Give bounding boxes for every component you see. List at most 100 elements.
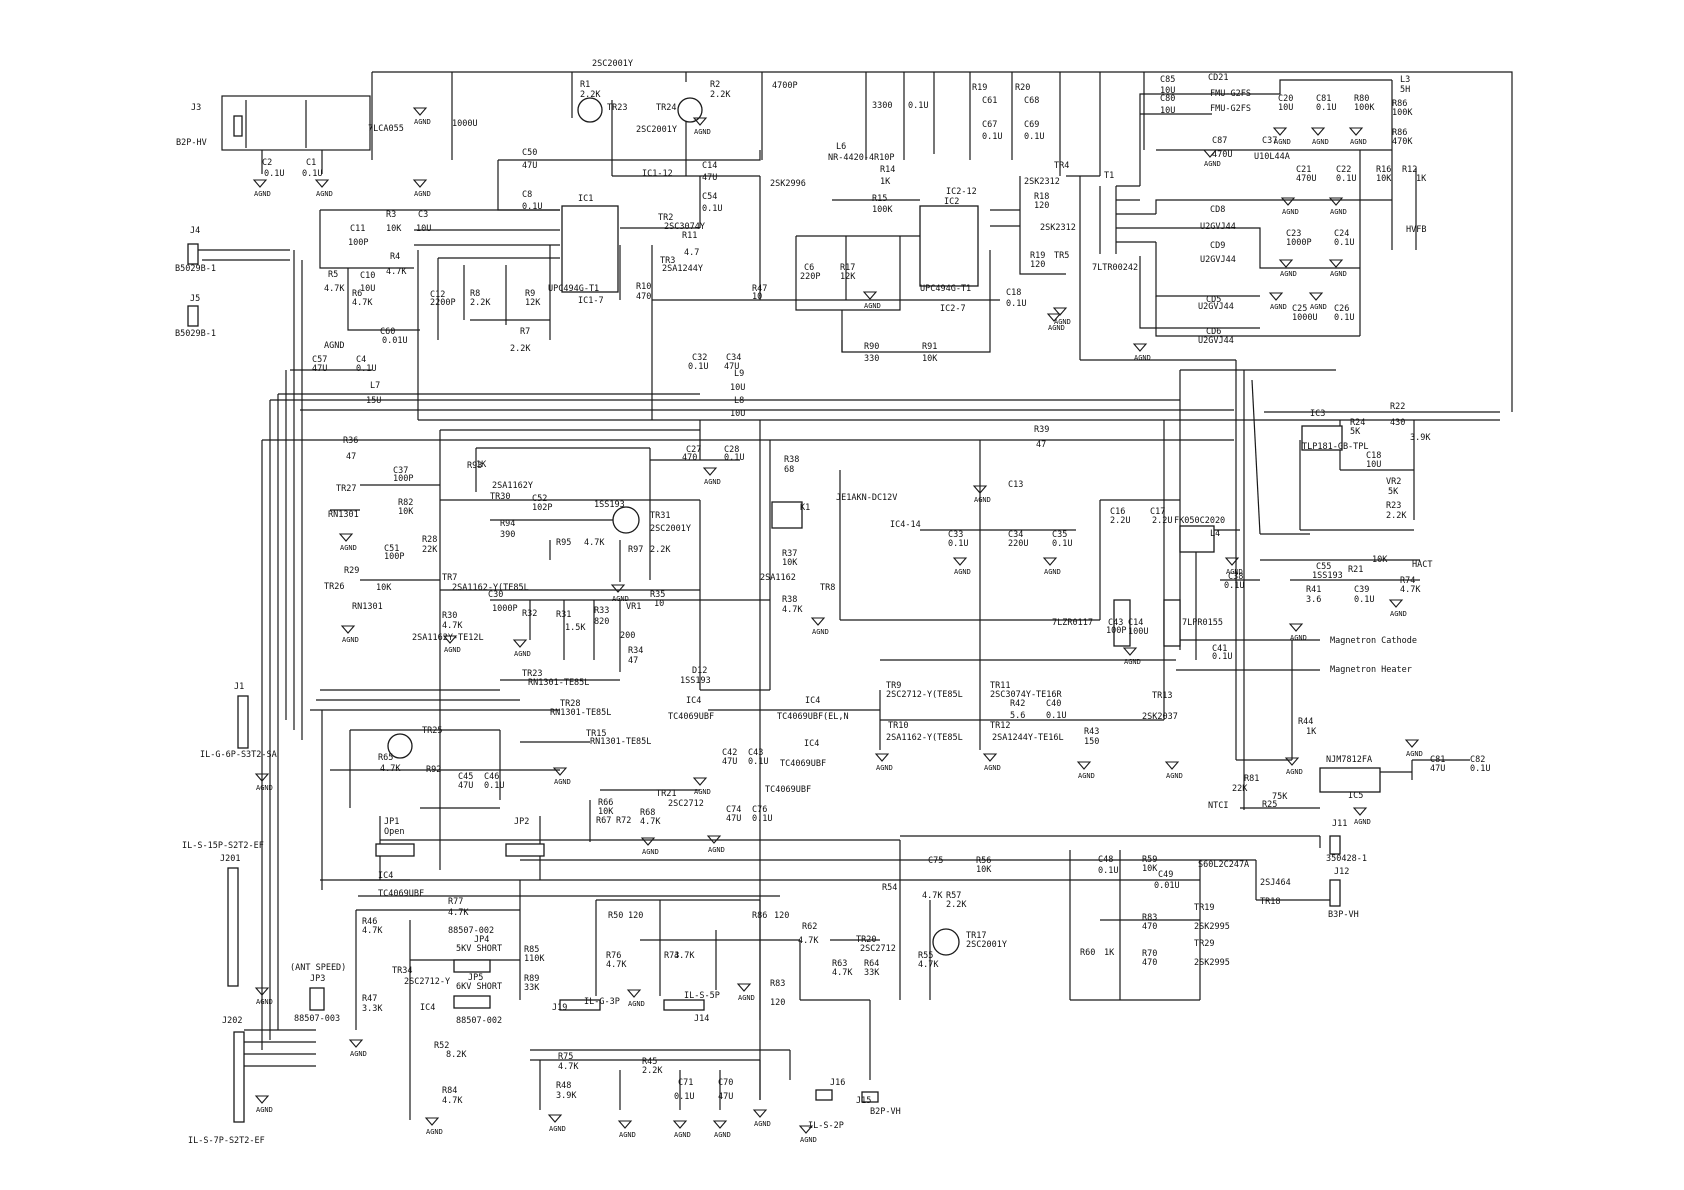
ic1-body (561, 205, 619, 293)
lbl-tr30: TR30 (490, 492, 510, 502)
lbl-tr21: TR21 (656, 789, 676, 799)
agnd-label: AGND (1204, 160, 1221, 168)
lbl-r56-val: 10K (976, 865, 992, 875)
lbl-r72: R72 (616, 816, 631, 826)
agnd-symbol: AGND (1328, 197, 1347, 216)
lbl-r41-val: 3.6 (1306, 595, 1321, 605)
lbl-r91: R91 (922, 342, 937, 352)
lbl-r42: R42 (1010, 699, 1025, 709)
lbl-vr2: VR2 (1386, 477, 1401, 487)
agnd-label: AGND (1134, 354, 1151, 362)
agnd-symbol: AGND (982, 753, 1001, 772)
lbl-tr29-part: 2SK2995 (1194, 958, 1230, 968)
lbl-r46-val: 4.7K (362, 926, 383, 936)
lbl-tr2: TR2 (658, 213, 673, 223)
agnd-label: AGND (1290, 634, 1307, 642)
lbl-r65-val: 4.7K (380, 764, 401, 774)
lbl-r70-val: 470 (1142, 958, 1157, 968)
lbl-c11-val: 100P (348, 238, 368, 248)
lbl-r36b-val: 4.7K (782, 605, 803, 615)
lbl-l3: L3 (1400, 75, 1410, 85)
lbl-r33-val: 820 (594, 617, 609, 627)
ground-icon (952, 557, 968, 566)
lbl-ic1-7: IC1-7 (578, 296, 604, 306)
lbl-c51-val: 100P (384, 552, 404, 562)
t3-body (1163, 599, 1181, 647)
lbl-u2gv1: U2GVJ44 (1200, 222, 1236, 232)
j201-connector (227, 867, 239, 987)
lbl-tc4069-c: TC4069UBF (780, 759, 826, 769)
lbl-c70: C70 (718, 1078, 733, 1088)
lbl-r17-val: 12K (840, 272, 856, 282)
lbl-c34-val: 47U (724, 362, 739, 372)
lbl-jp4-part: 88507-002 (448, 926, 494, 936)
lbl-c22-val: 0.1U (1336, 174, 1356, 184)
lbl-c4: C4 (356, 355, 366, 365)
agnd-symbol: AGND (692, 777, 711, 796)
agnd-label: AGND (1282, 208, 1299, 216)
lbl-c3-val: 10U (416, 224, 431, 234)
lbl-tr8-part: 2SA1162 (760, 573, 796, 583)
lbl-c38: C38 (1228, 572, 1243, 582)
agnd-label: AGND (1270, 303, 1287, 311)
lbl-cd21: CD21 (1208, 73, 1228, 83)
lbl-j14: J14 (694, 1014, 709, 1024)
lbl-c75: C75 (928, 856, 943, 866)
lbl-tr12-part: 2SA1244Y-TE16L (992, 733, 1064, 743)
lbl-c35: C35 (1052, 530, 1067, 540)
lbl-r86-val: 100K (1392, 108, 1413, 118)
lbl-j12: J12 (1334, 867, 1349, 877)
lbl-r45: R45 (642, 1057, 657, 1067)
lbl-c55b-val: 1SS193 (1312, 571, 1343, 581)
agnd-label: AGND (694, 788, 711, 796)
lbl-c13-b: C13 (1008, 480, 1023, 490)
agnd-symbol: AGND (512, 639, 531, 658)
lbl-r43-val: 150 (1084, 737, 1099, 747)
lbl-r85: R85 (524, 945, 539, 955)
lbl-ic2-12: IC2-12 (946, 187, 977, 197)
lbl-c34b: C34 (1008, 530, 1023, 540)
lbl-r35: R35 (650, 590, 665, 600)
lbl-tr4: TR4 (1054, 161, 1069, 171)
lbl-tr17-part: 2SC2001Y (966, 940, 1007, 950)
lbl-j11-part: 350428-1 (1326, 854, 1367, 864)
lbl-l9: L9 (734, 369, 744, 379)
agnd-label: AGND (619, 1131, 636, 1139)
lbl-c41-val: 0.1U (1212, 652, 1232, 662)
lbl-j5-part: B5029B-1 (175, 329, 216, 339)
j19-connector (559, 999, 601, 1011)
ground-icon (640, 837, 656, 846)
lbl-c74: C74 (726, 805, 741, 815)
lbl-c18: C18 (1366, 451, 1381, 461)
lbl-tr15-part: RN1301-TE85L (590, 737, 651, 747)
lbl-r86: R86 (1392, 99, 1407, 109)
lbl-c21: C21 (1296, 165, 1311, 175)
lbl-tr31: TR31 (650, 511, 670, 521)
lbl-r22-val: 430 (1390, 418, 1405, 428)
lbl-c6-val: 220P (800, 272, 820, 282)
ic5-body (1319, 767, 1381, 793)
ground-icon (424, 1117, 440, 1126)
lbl-tr20: TR20 (856, 935, 876, 945)
lbl-ic4-a: IC4 (686, 696, 701, 706)
lbl-vr1: VR1 (626, 602, 641, 612)
lbl-c24: C24 (1334, 229, 1349, 239)
agnd-symbol: AGND (874, 753, 893, 772)
lbl-c17: C17 (1150, 507, 1165, 517)
k1-relay-body (771, 501, 803, 529)
lbl-tr34-part: 2SC2712-Y (404, 977, 450, 987)
lbl-r37-val: 10K (782, 558, 798, 568)
lbl-c3: C3 (418, 210, 428, 220)
lbl-tr15: TR15 (586, 729, 606, 739)
lbl-vr2-val: 5K (1388, 487, 1399, 497)
lbl-c51: C51 (384, 544, 399, 554)
lbl-r86b-val: 470K (1392, 137, 1413, 147)
lbl-c42-val: 47U (722, 757, 737, 767)
tr17-body (932, 928, 960, 956)
lbl-r63-val: 4.7K (832, 968, 853, 978)
lbl-j201: J201 (220, 854, 240, 864)
agnd-label: AGND (1280, 270, 1297, 278)
ground-icon (348, 1039, 364, 1048)
lbl-r73-val: 4.7K (674, 951, 695, 961)
agnd-label: AGND (1406, 750, 1423, 758)
